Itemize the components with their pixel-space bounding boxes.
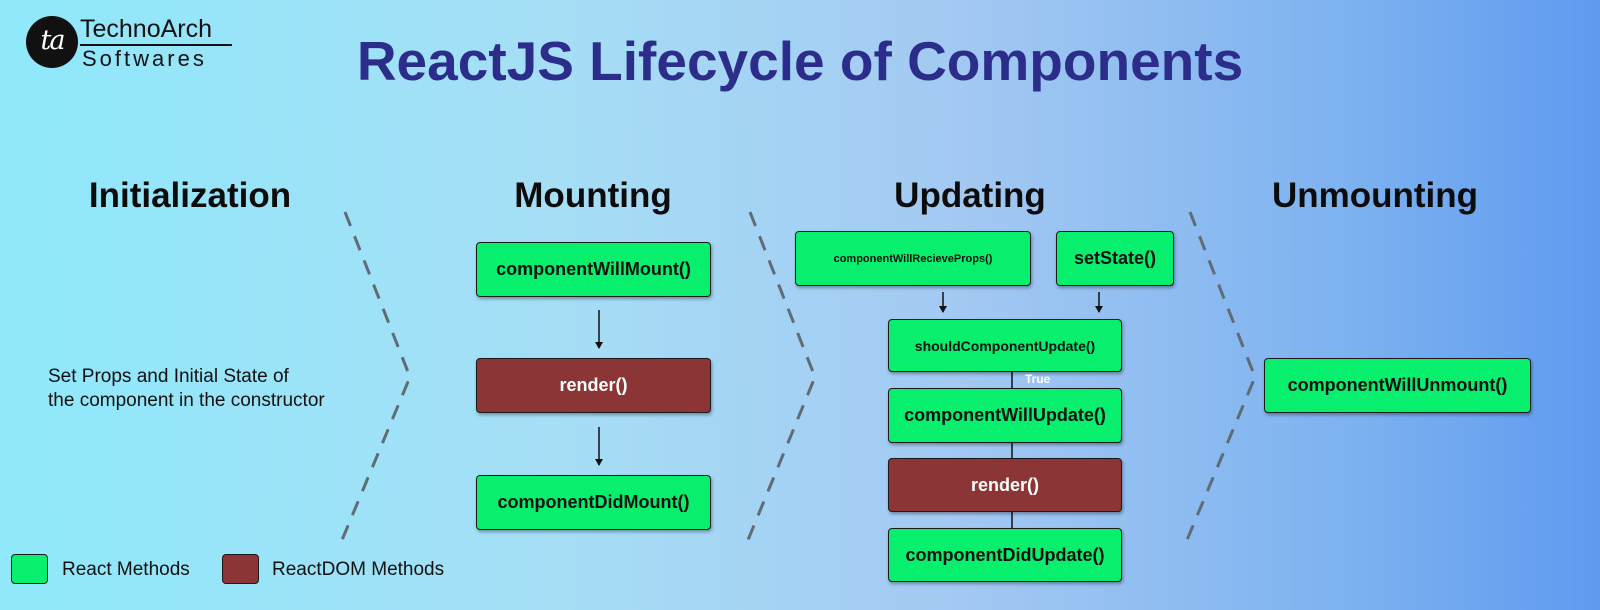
method-component-did-mount: componentDidMount() — [476, 475, 711, 530]
initialization-description-line1: Set Props and Initial State of — [48, 366, 289, 387]
phase-separator-chevron-2 — [746, 211, 817, 541]
logo-mark: ta — [26, 16, 78, 68]
method-component-will-unmount: componentWillUnmount() — [1264, 358, 1531, 413]
method-should-component-update: shouldComponentUpdate() — [888, 319, 1122, 372]
legend-swatch-reactdom — [222, 554, 259, 584]
method-component-did-update: componentDidUpdate() — [888, 528, 1122, 582]
legend-label-reactdom: ReactDOM Methods — [272, 559, 445, 580]
method-component-will-receive-props: componentWillRecieveProps() — [795, 231, 1031, 286]
phase-separator-chevron-3 — [1185, 211, 1257, 541]
method-component-will-update: componentWillUpdate() — [888, 388, 1122, 443]
legend-swatch-react — [11, 554, 48, 584]
logo-company-subname: Softwares — [82, 46, 207, 71]
method-render-mounting: render() — [476, 358, 711, 413]
phase-heading-initialization: Initialization — [88, 176, 292, 215]
logo-mark-text: ta — [40, 25, 66, 56]
initialization-description-line2: the component in the constructor — [48, 390, 325, 411]
page-title: ReactJS Lifecycle of Components — [356, 30, 1244, 92]
method-set-state: setState() — [1056, 231, 1174, 286]
legend-label-react: React Methods — [62, 559, 190, 580]
phase-separator-chevron-1 — [340, 211, 412, 541]
condition-label-true: True — [1025, 372, 1051, 386]
logo-company-name: TechnoArch — [80, 15, 213, 43]
phase-heading-mounting: Mounting — [514, 176, 672, 215]
method-component-will-mount: componentWillMount() — [476, 242, 711, 297]
phase-heading-updating: Updating — [894, 176, 1046, 215]
method-render-updating: render() — [888, 458, 1122, 512]
phase-heading-unmounting: Unmounting — [1271, 176, 1479, 215]
logo-divider — [80, 44, 232, 46]
